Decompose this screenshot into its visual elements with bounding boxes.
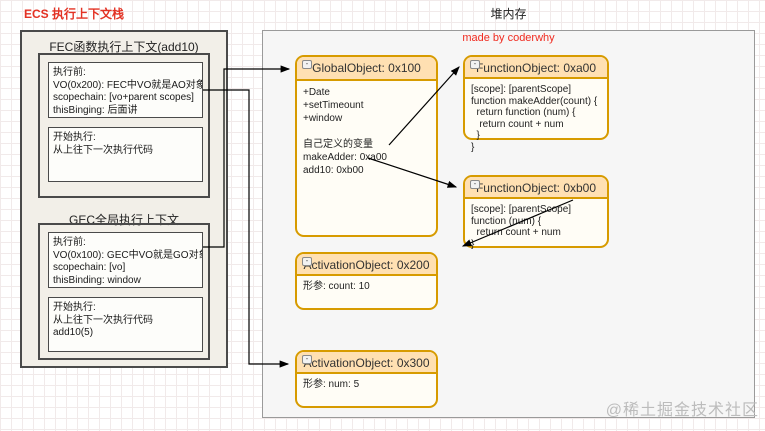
made-by-credit: made by coderwhy bbox=[462, 32, 555, 44]
ecs-stack-box: FEC函数执行上下文(add10) 执行前:VO(0x200): FEC中VO就… bbox=[20, 30, 228, 368]
watermark: @稀土掘金技术社区 bbox=[605, 402, 759, 419]
node-function-b00-title: - FunctionObject: 0xb00 bbox=[465, 177, 607, 199]
text-line: function makeAdder(count) { bbox=[471, 95, 598, 107]
text-line: [scope]: [parentScope] bbox=[471, 84, 572, 95]
text-line: scopechain: [vo] bbox=[53, 262, 126, 273]
text-line: 执行前: bbox=[53, 237, 86, 248]
text-line: +setTimeount bbox=[303, 100, 364, 111]
text-line: scopechain: [vo+parent scopes] bbox=[53, 92, 194, 103]
text-line: function (num) { bbox=[471, 215, 542, 227]
text-line: return function (num) { bbox=[471, 107, 576, 118]
node-activation-200-title: - ActivationObject: 0x200 bbox=[297, 254, 436, 276]
text-line: 执行前: bbox=[53, 67, 86, 78]
node-global-object-body: +Date +setTimeount +window 自己定义的变量 makeAdde… bbox=[297, 81, 436, 182]
text-line: 形参: count: 10 bbox=[303, 281, 370, 292]
text-line: 从上往下一次执行代码 bbox=[53, 314, 153, 326]
node-function-b00: - FunctionObject: 0xb00 [scope]: [parent… bbox=[463, 175, 609, 250]
node-global-object: - GlobalObject: 0x100 +Date+setTimeount+… bbox=[295, 55, 438, 237]
fec-title: FEC函数执行上下文(add10) bbox=[49, 40, 199, 54]
text-line: +window bbox=[303, 113, 343, 124]
text-line: 形参: num: 5 bbox=[303, 379, 360, 390]
ecs-stack-label: ECS 执行上下文栈 bbox=[24, 7, 125, 21]
node-activation-200-body: 形参: count: 10 bbox=[297, 276, 436, 298]
fec-exec-box: 开始执行:从上往下一次执行代码 bbox=[48, 127, 203, 182]
text-line: return count + num bbox=[471, 118, 564, 130]
text-line: 开始执行: bbox=[53, 132, 96, 143]
node-activation-300-body: 形参: num: 5 bbox=[297, 374, 436, 396]
node-function-a00-body: [scope]: [parentScope]function makeAdder… bbox=[465, 79, 607, 158]
node-global-object-title: - GlobalObject: 0x100 bbox=[297, 57, 436, 81]
node-function-b00-body: [scope]: [parentScope]function (num) { r… bbox=[465, 199, 607, 255]
text-line: VO(0x200): FEC中VO就是AO对象 bbox=[53, 79, 203, 91]
text-line: thisBinding: window bbox=[53, 274, 141, 286]
text-line: } bbox=[471, 130, 480, 141]
text-line: return count + num bbox=[471, 227, 561, 238]
text-line: thisBinging: 后面讲 bbox=[53, 104, 138, 116]
text-line: [scope]: [parentScope] bbox=[471, 204, 572, 215]
text-line: +Date bbox=[303, 87, 330, 98]
text-line: add10: 0xb00 bbox=[303, 165, 364, 176]
uml-object-icon: - bbox=[302, 355, 312, 364]
node-function-a00: - FunctionObject: 0xa00 [scope]: [parent… bbox=[463, 55, 609, 153]
heap-title: 堆内存 bbox=[490, 7, 527, 21]
text-line: add10(5) bbox=[53, 327, 94, 338]
node-activation-200: - ActivationObject: 0x200 形参: count: 10 bbox=[295, 252, 438, 310]
text-line: makeAdder: 0xa00 bbox=[303, 152, 387, 163]
text-line: } bbox=[471, 141, 475, 153]
node-function-a00-title: - FunctionObject: 0xa00 bbox=[465, 57, 607, 79]
text-line: 自己定义的变量 bbox=[303, 139, 373, 150]
uml-object-icon: - bbox=[470, 180, 480, 189]
node-activation-300-title: - ActivationObject: 0x300 bbox=[297, 352, 436, 374]
node-activation-300: - ActivationObject: 0x300 形参: num: 5 bbox=[295, 350, 438, 408]
text-line bbox=[303, 125, 430, 138]
uml-object-icon: - bbox=[470, 60, 480, 69]
text-line: } bbox=[471, 238, 475, 250]
text-line: VO(0x100): GEC中VO就是GO对象 bbox=[53, 249, 203, 261]
text-line: 开始执行: bbox=[53, 302, 96, 313]
uml-object-icon: - bbox=[302, 257, 312, 266]
uml-object-icon: - bbox=[302, 60, 312, 69]
text-line: 从上往下一次执行代码 bbox=[53, 144, 153, 156]
